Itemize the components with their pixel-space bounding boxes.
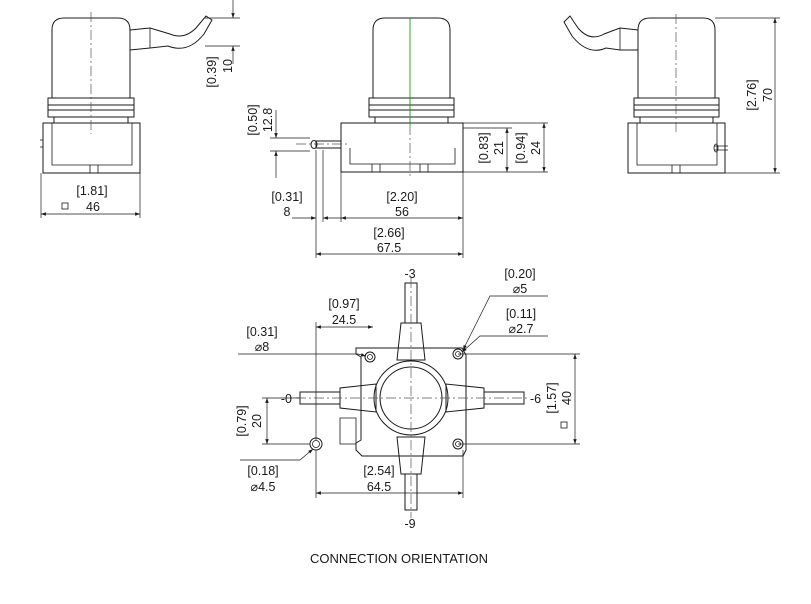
- plan-height-dim-in: [1.57]: [545, 382, 559, 413]
- middle-base-dim-in: [2.20]: [386, 190, 417, 204]
- middle-port-dim-in: [0.31]: [271, 190, 302, 204]
- middle-base-dim-mm: 56: [395, 205, 409, 219]
- square-symbol: [61, 202, 69, 210]
- middle-h1-dim-in: [0.83]: [477, 132, 491, 163]
- square-symbol-plan: [560, 421, 568, 429]
- plan-span-dim-mm: 64.5: [367, 480, 391, 494]
- left-cable-dim-mm: 10: [221, 59, 235, 73]
- middle-front-view: [0.50] 12.8 [0.31] 8 [2.20] 56 [2.66] 67…: [246, 17, 548, 258]
- plan-half-dim-in: [0.79]: [235, 405, 249, 436]
- middle-h2-dim-in: [0.94]: [514, 132, 528, 163]
- plan-hole-tr2-dim-in: [0.11]: [506, 307, 536, 321]
- left-side-view: [0.39] 10 [1.81] 46: [40, 0, 240, 218]
- middle-stub-dim-mm: 12.8: [261, 108, 275, 132]
- plan-hole-tr2-dim-mm: ⌀2.7: [509, 322, 534, 336]
- caption: CONNECTION ORIENTATION: [310, 551, 488, 566]
- port-label-right: -6: [530, 392, 541, 406]
- right-height-dim-mm: 70: [761, 88, 775, 102]
- plan-offset-dim-mm: 24.5: [332, 313, 356, 327]
- plan-height-dim-mm: 40: [560, 391, 574, 405]
- plan-hole-tl-dim-mm: ⌀8: [255, 340, 270, 354]
- port-label-left: -0: [281, 392, 292, 406]
- middle-overall-dim-in: [2.66]: [373, 226, 404, 240]
- plan-offset-dim-in: [0.97]: [328, 297, 359, 311]
- middle-stub-dim-in: [0.50]: [246, 104, 260, 135]
- left-cable-dim-in: [0.39]: [205, 56, 219, 87]
- right-height-dim-in: [2.76]: [745, 79, 759, 110]
- port-label-top: -3: [404, 267, 415, 281]
- plan-hole-bl-dim-in: [0.18]: [247, 464, 278, 478]
- plan-view: -3 -0 -6 -9 [0.97] 24.5 [0.31] ⌀8 [0.20]…: [235, 267, 580, 531]
- plan-hole-tr1-dim-mm: ⌀5: [513, 282, 528, 296]
- plan-hole-bl-dim-mm: ⌀4.5: [251, 480, 276, 494]
- middle-overall-dim-mm: 67.5: [377, 241, 401, 255]
- left-width-dim-mm: 46: [86, 200, 100, 214]
- middle-port-dim-mm: 8: [284, 205, 291, 219]
- plan-hole-tr1-dim-in: [0.20]: [504, 267, 535, 281]
- plan-half-dim-mm: 20: [250, 414, 264, 428]
- left-width-dim-in: [1.81]: [76, 184, 107, 198]
- middle-h1-dim-mm: 21: [492, 141, 506, 155]
- right-side-view: [2.76] 70: [563, 14, 780, 174]
- middle-h2-dim-mm: 24: [529, 141, 543, 155]
- port-label-bottom: -9: [404, 517, 415, 531]
- plan-span-dim-in: [2.54]: [363, 464, 394, 478]
- plan-hole-tl-dim-in: [0.31]: [246, 325, 277, 339]
